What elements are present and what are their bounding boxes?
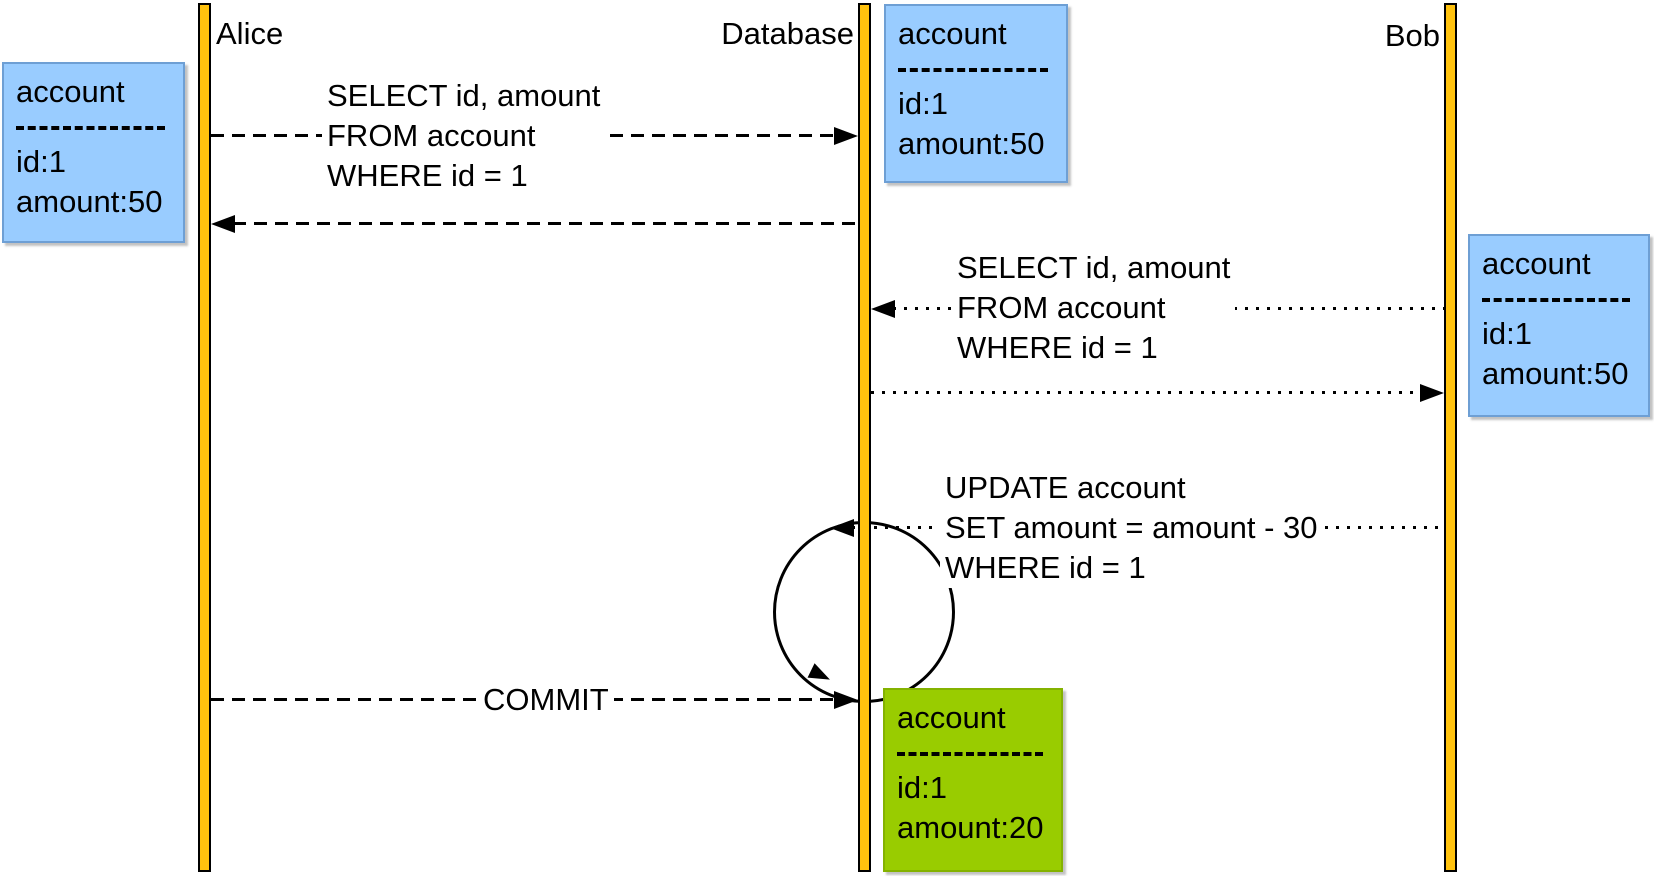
message-line-database-return-bob xyxy=(871,391,1422,394)
arrowhead-left-icon xyxy=(871,300,895,318)
state-box-title: account xyxy=(897,700,1006,735)
state-box-row: amount:50 xyxy=(1482,356,1629,391)
sql-line: WHERE id = 1 xyxy=(945,550,1146,585)
state-box-database-account-final: account id:1 amount:20 xyxy=(883,688,1063,872)
sql-line: SELECT id, amount xyxy=(957,250,1231,285)
state-box-title: account xyxy=(1482,246,1591,281)
actor-label-alice: Alice xyxy=(216,16,284,51)
sql-line: FROM account xyxy=(327,118,536,153)
state-box-row: amount:20 xyxy=(897,810,1044,845)
state-box-row: id:1 xyxy=(897,770,947,805)
message-label-commit: COMMIT xyxy=(478,680,614,720)
actor-label-bob: Bob xyxy=(1384,18,1440,53)
separator xyxy=(16,126,165,130)
separator xyxy=(898,68,1048,72)
separator xyxy=(897,752,1043,756)
sql-line: SELECT id, amount xyxy=(327,78,601,113)
arrowhead-left-icon xyxy=(211,215,235,233)
state-box-bob-account: account id:1 amount:50 xyxy=(1468,234,1650,417)
state-box-database-account-initial: account id:1 amount:50 xyxy=(884,4,1068,183)
state-box-alice-account: account id:1 amount:50 xyxy=(2,62,185,243)
arrowhead-left-icon xyxy=(830,519,854,537)
message-label-bob-update: UPDATE account SET amount = amount - 30 … xyxy=(940,468,1323,588)
arrowhead-right-icon xyxy=(1420,384,1444,402)
sql-line: WHERE id = 1 xyxy=(957,330,1158,365)
lifeline-database xyxy=(858,3,871,872)
sql-line: UPDATE account xyxy=(945,470,1186,505)
sql-line: SET amount = amount - 30 xyxy=(945,510,1318,545)
state-box-title: account xyxy=(898,16,1007,51)
sql-line: WHERE id = 1 xyxy=(327,158,528,193)
arrowhead-right-icon xyxy=(834,691,858,709)
arrowhead-right-icon xyxy=(834,127,858,145)
state-box-title: account xyxy=(16,74,125,109)
message-label-alice-select: SELECT id, amount FROM account WHERE id … xyxy=(322,76,606,196)
lifeline-alice xyxy=(198,3,211,872)
separator xyxy=(1482,298,1630,302)
state-box-row: id:1 xyxy=(16,144,66,179)
actor-label-database: Database xyxy=(721,16,854,51)
state-box-row: id:1 xyxy=(898,86,948,121)
state-box-row: id:1 xyxy=(1482,316,1532,351)
lifeline-bob xyxy=(1444,3,1457,872)
message-line-database-return-alice xyxy=(233,222,858,225)
state-box-row: amount:50 xyxy=(16,184,163,219)
state-box-row: amount:50 xyxy=(898,126,1045,161)
sql-line: FROM account xyxy=(957,290,1166,325)
message-label-bob-select: SELECT id, amount FROM account WHERE id … xyxy=(952,248,1236,368)
